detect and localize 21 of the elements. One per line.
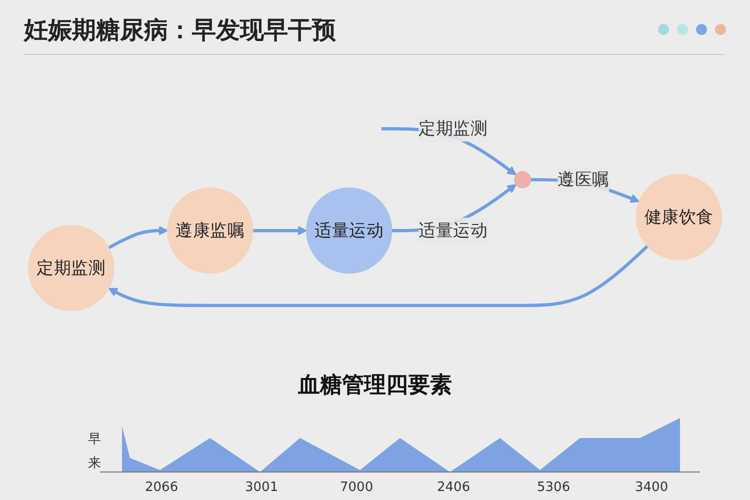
axis-label: 7000: [340, 480, 374, 495]
edge-label: 定期监测: [418, 118, 488, 139]
node-circle: 适量运动: [306, 188, 392, 274]
node-circle: 遵康监嘱: [167, 188, 254, 274]
arrow: [108, 226, 168, 250]
title: 妊娠期糖尿病：早发现早干预: [24, 15, 336, 46]
edge-label: 遵医嘱: [558, 169, 610, 190]
axis-label: 3400: [635, 480, 668, 495]
axis-label: 早: [88, 431, 101, 448]
section-heading: 血糖管理四要素: [297, 372, 453, 400]
node-circle: 定期监测: [28, 225, 114, 312]
node-circle: 健康饮食: [636, 174, 722, 261]
axis-label: 2066: [145, 480, 178, 495]
arrow: [252, 226, 308, 236]
arrow: [108, 245, 649, 308]
edge-label: 适量运动: [418, 220, 488, 241]
axis-label: 2406: [437, 480, 470, 495]
axis-label: 5306: [537, 480, 570, 495]
node-circle: [514, 171, 532, 189]
axis-label: 3001: [245, 480, 278, 495]
axis-label: 来: [88, 455, 101, 472]
